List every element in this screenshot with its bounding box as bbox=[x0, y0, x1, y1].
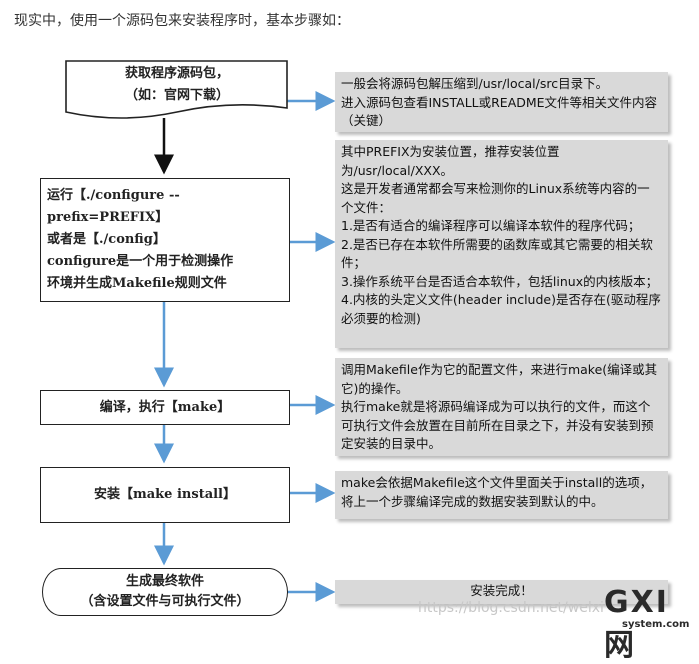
step-make-label: 编译，执行【make】 bbox=[99, 399, 231, 415]
note-make: 调用Makefile作为它的配置文件，来进行make(编译或其它)的操作。 执行… bbox=[335, 358, 668, 456]
site-logo-sub: system.com bbox=[622, 619, 690, 630]
step-get-source: 获取程序源码包， （如：官网下载） bbox=[65, 60, 289, 110]
note-get-source-line-2: 进入源码包查看INSTALL或README文件等相关文件内容（关键） bbox=[341, 94, 658, 129]
step-configure-line-1: 运行【./configure -- bbox=[47, 188, 180, 203]
note-finish: 安装完成！ bbox=[335, 580, 668, 604]
step-configure-line-2: prefix=PREFIX】 bbox=[47, 210, 169, 225]
note-configure-line-5: 3.操作系统平台是否适合本软件，包括linux的内核版本； bbox=[341, 273, 659, 289]
step-finish: 生成最终软件 （含设置文件与可执行文件） bbox=[42, 568, 288, 616]
watermark-url: https://blog.csdn.net/welxi bbox=[418, 600, 604, 616]
note-get-source-line-1: 一般会将源码包解压缩到/usr/local/src目录下。 bbox=[341, 76, 609, 91]
note-finish-line-1: 安装完成！ bbox=[470, 583, 533, 598]
note-make-line-2: 执行make就是将源码编译成为可以执行的文件，而这个可执行文件会放置在目前所在目… bbox=[341, 399, 654, 451]
note-install: make会依据Makefile这个文件里面关于install的选项，将上一个步骤… bbox=[335, 471, 668, 519]
step-install-label: 安装【make install】 bbox=[94, 487, 236, 502]
step-configure-line-5: 环境并生成Makefile规则文件 bbox=[47, 276, 227, 291]
note-get-source: 一般会将源码包解压缩到/usr/local/src目录下。 进入源码包查看INS… bbox=[335, 72, 668, 132]
flow-connectors bbox=[154, 91, 336, 602]
step-finish-line-2: （含设置文件与可执行文件） bbox=[80, 594, 250, 609]
site-logo: GXI网 system.com bbox=[604, 585, 699, 664]
step-finish-line-1: 生成最终软件 bbox=[125, 574, 204, 589]
note-install-line-1: make会依据Makefile这个文件里面关于install的选项，将上一个步骤… bbox=[341, 475, 653, 509]
note-configure-line-2: 这是开发者通常都会写来检测你的Linux系统等内容的一个文件： bbox=[341, 181, 650, 215]
step-configure: 运行【./configure -- prefix=PREFIX】 或者是【./c… bbox=[40, 178, 290, 302]
note-configure-line-4: 2.是否已存在本软件所需要的函数库或其它需要的相关软件； bbox=[341, 236, 653, 271]
step-make: 编译，执行【make】 bbox=[40, 390, 290, 425]
page-heading: 现实中，使用一个源码包来安装程序时，基本步骤如： bbox=[14, 13, 350, 29]
step-install: 安装【make install】 bbox=[40, 467, 290, 523]
step-configure-line-3: 或者是【./config】 bbox=[47, 232, 166, 247]
note-configure-line-3: 1.是否有适合的编译程序可以编译本软件的程序代码； bbox=[341, 218, 641, 233]
step-get-source-line-2: （如：官网下载） bbox=[124, 88, 229, 103]
step-get-source-line-1: 获取程序源码包， bbox=[124, 66, 229, 81]
note-make-line-1: 调用Makefile作为它的配置文件，来进行make(编译或其它)的操作。 bbox=[341, 362, 658, 396]
note-configure-line-1: 其中PREFIX为安装位置，推荐安装位置为/usr/local/XXX。 bbox=[341, 144, 560, 178]
step-get-source-shape bbox=[65, 60, 288, 119]
step-configure-line-4: configure是一个用于检测操作 bbox=[47, 254, 234, 269]
note-configure: 其中PREFIX为安装位置，推荐安装位置为/usr/local/XXX。 这是开… bbox=[335, 140, 668, 348]
note-configure-line-6: 4.内核的头定义文件(header include)是否存在(驱动程序必须要的检… bbox=[341, 292, 661, 326]
